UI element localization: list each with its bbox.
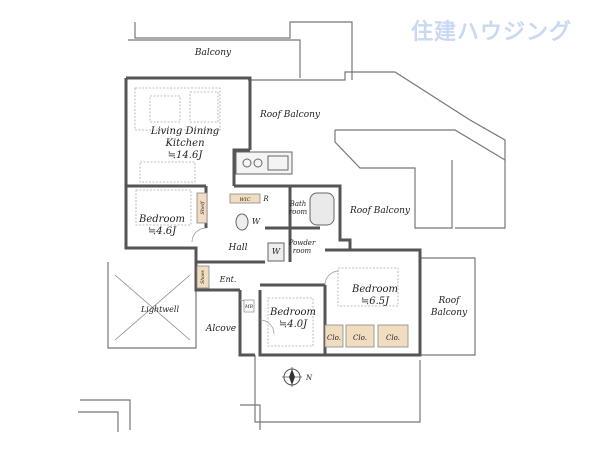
label-washer-2: W	[272, 247, 281, 256]
washer-box	[267, 242, 285, 262]
label-bath-line2: room	[289, 208, 308, 216]
lightwell-cross	[114, 274, 191, 341]
label-hall: Hall	[228, 243, 248, 253]
label-balcony: Balcony	[194, 48, 232, 58]
furniture	[134, 87, 399, 347]
label-meter-box: MB	[244, 304, 254, 310]
label-bedroom-1: Bedroom	[138, 214, 185, 225]
walls	[124, 76, 422, 357]
label-ldk-line2: Kitchen	[164, 138, 204, 149]
label-closet-2: Clo.	[353, 334, 367, 342]
label-refrigerator: R	[262, 195, 269, 203]
label-bedroom-1-size: ≒4.6J	[148, 226, 177, 237]
exterior-outline	[78, 21, 506, 432]
label-bath-line1: Bath	[289, 200, 307, 208]
label-bedroom-2-size: ≒6.5J	[361, 296, 390, 307]
label-closet-3: Clo.	[386, 334, 400, 342]
door-swings	[191, 227, 340, 335]
label-lightwell: Lightwell	[140, 305, 180, 314]
label-washer-1: W	[252, 217, 261, 226]
label-shoes: Shoes	[200, 269, 206, 283]
meter-box	[243, 299, 255, 313]
label-powder-line1: Powder	[288, 239, 316, 247]
label-entrance: Ent.	[219, 275, 237, 284]
compass-icon	[282, 367, 302, 387]
label-roof-balcony-2: Roof Balcony	[349, 206, 411, 216]
label-compass-n: N	[305, 374, 313, 382]
label-ldk-size: ≒14.6J	[168, 150, 204, 161]
label-bedroom-3: Bedroom	[269, 307, 316, 318]
kitchen-counter	[235, 151, 293, 175]
label-roof-balcony-3-line1: Roof	[438, 296, 462, 306]
label-wic: WIC	[240, 197, 251, 203]
bathtub	[309, 192, 335, 226]
label-roof-balcony-3-line2: Balcony	[430, 308, 468, 318]
label-bedroom-2: Bedroom	[351, 284, 398, 295]
label-ldk-line1: Living Dining	[150, 126, 219, 137]
label-powder-line2: room	[293, 247, 312, 255]
label-bedroom-3-size: ≒4.0J	[279, 319, 308, 330]
label-alcove: Alcove	[205, 324, 236, 334]
closets	[196, 192, 409, 348]
brand-logo: 住建ハウジング	[410, 20, 572, 45]
label-roof-balcony-1: Roof Balcony	[259, 110, 321, 120]
toilet	[235, 213, 249, 231]
label-closet-1: Clo.	[327, 334, 341, 342]
label-shelf: Shelf	[200, 200, 206, 214]
